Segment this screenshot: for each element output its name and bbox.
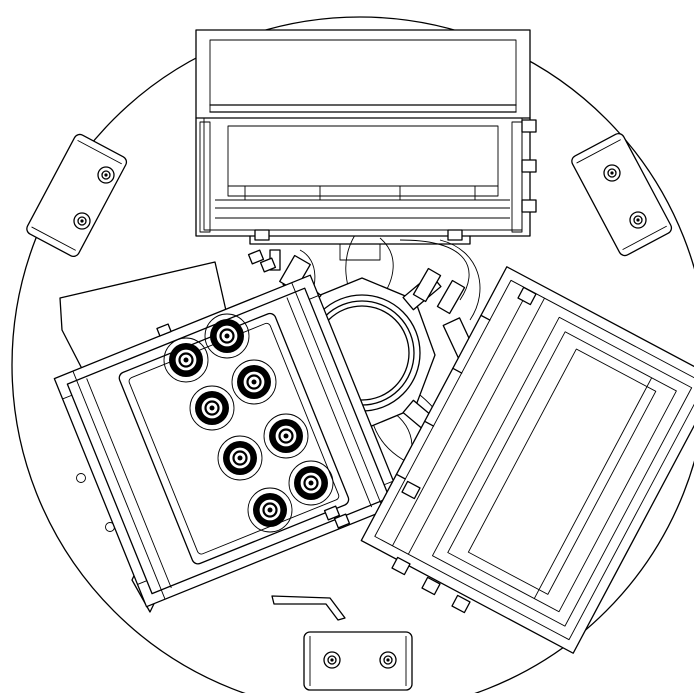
enclosure-side-bolts <box>254 119 537 241</box>
bracket-bolt-icon <box>603 164 647 229</box>
connector-icon <box>231 359 277 405</box>
connector-icon <box>204 313 250 359</box>
mounting-bracket-upper-right <box>571 132 673 257</box>
enclosure-top <box>195 29 531 261</box>
connector-icon <box>288 460 334 506</box>
connector-cluster <box>163 313 334 533</box>
small-bracket <box>271 595 346 621</box>
connector-icon <box>247 487 293 533</box>
right-enclosure-fasteners <box>391 286 537 614</box>
mounting-bracket-bottom <box>303 631 413 691</box>
connector-icon <box>189 385 235 431</box>
enclosure-right <box>360 266 694 654</box>
mounting-bracket-upper-left <box>26 133 128 258</box>
bracket-bolt-icon <box>73 166 115 230</box>
left-enclosure-fasteners <box>156 249 351 529</box>
connector-icon <box>163 337 209 383</box>
connector-icon <box>263 413 309 459</box>
connector-icon <box>217 435 263 481</box>
